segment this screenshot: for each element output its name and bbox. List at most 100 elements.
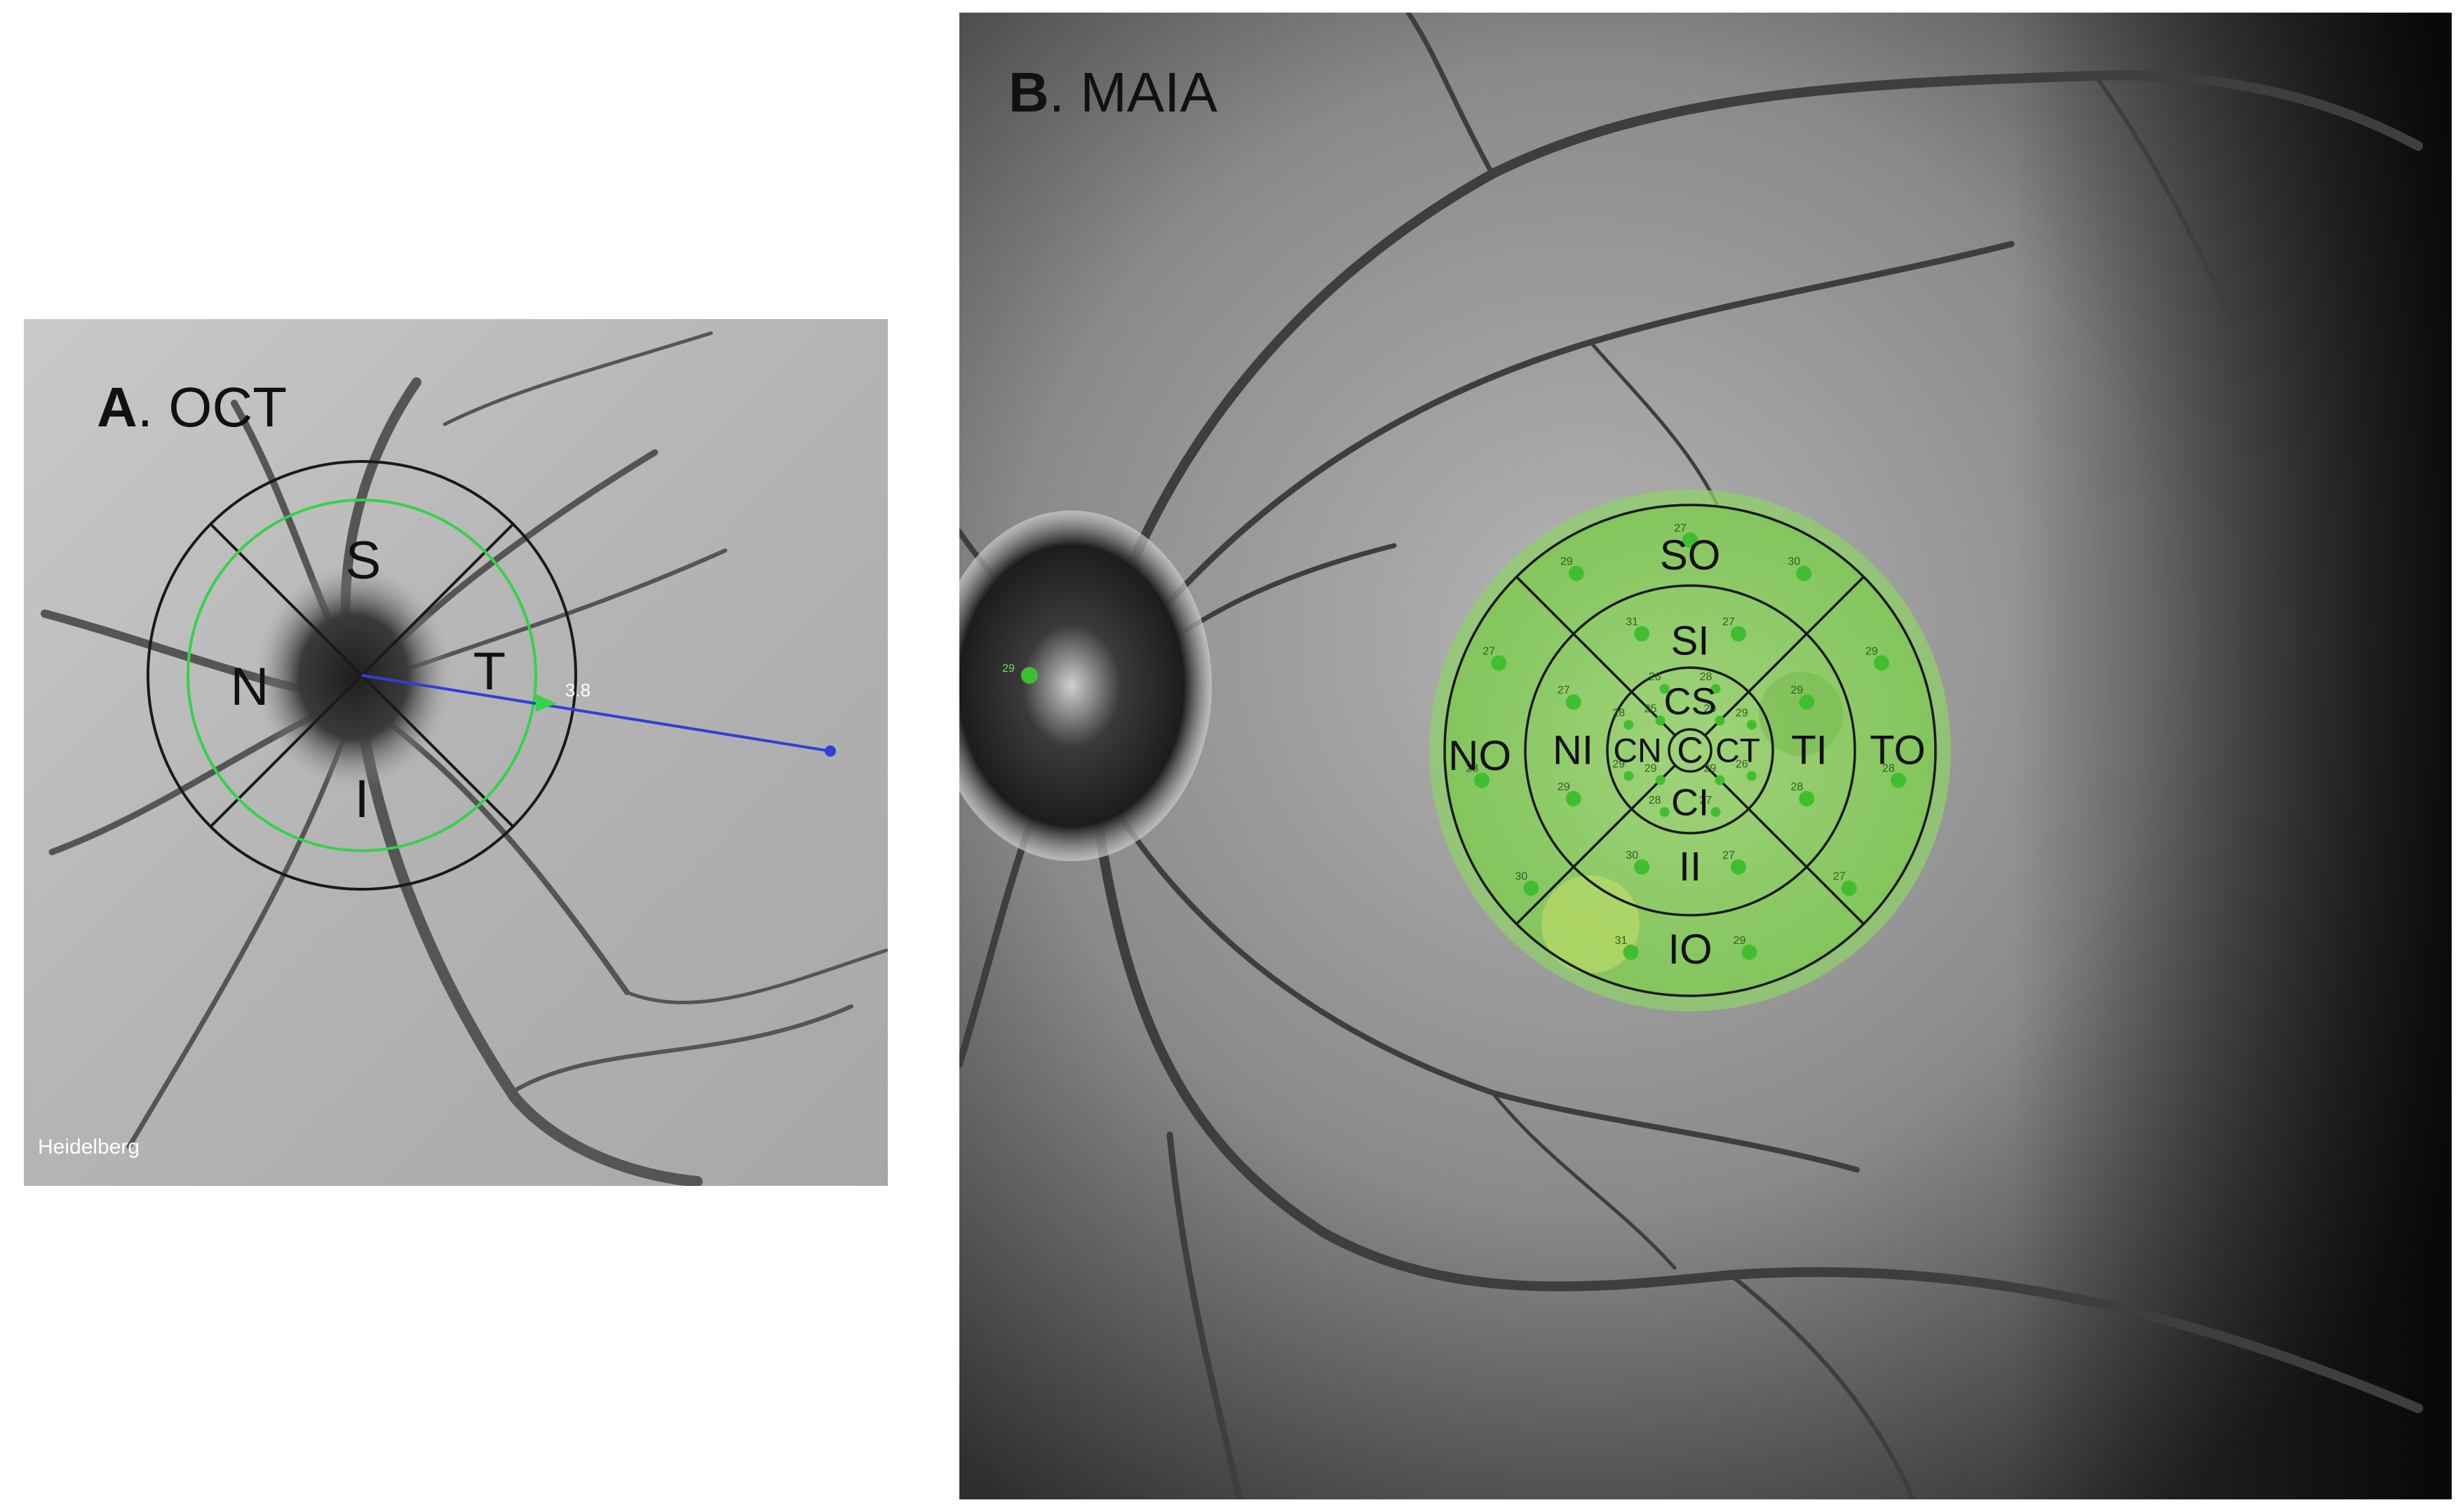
scan-line-value: 3.8 (565, 680, 590, 701)
maia-fundus-image: 29 2929292528292627282928262729282730292… (959, 13, 2452, 1499)
stimulus-point (1634, 859, 1650, 875)
maia-right-shadow (2011, 13, 2452, 1499)
stimulus-point (1730, 626, 1746, 642)
stimulus-point (1623, 944, 1639, 960)
region-no: NO (1448, 732, 1511, 779)
stimulus-point (1565, 694, 1581, 710)
stimulus-point (1730, 859, 1746, 875)
sector-superior: S (346, 531, 381, 590)
region-ci: CI (1671, 781, 1709, 823)
scan-line-endpoint (825, 745, 836, 757)
stimulus-point (1655, 775, 1666, 785)
stimulus-point (1659, 684, 1670, 694)
stimulus-point (1746, 771, 1757, 781)
stimulus-point-value: 29 (1560, 556, 1573, 568)
panel-letter-a: A (97, 376, 137, 438)
stimulus-point (1568, 565, 1584, 581)
oct-scan-line (361, 674, 831, 752)
stimulus-point-value: 29 (1704, 762, 1717, 774)
panel-b-title-text: . MAIA (1048, 61, 1217, 123)
stimulus-point-value: 27 (1558, 684, 1570, 696)
stimulus-point-value: 30 (1515, 871, 1527, 883)
stimulus-point-value: 29 (1790, 684, 1803, 696)
stimulus-point-value: 27 (1700, 795, 1713, 806)
region-ii: II (1679, 844, 1701, 889)
stimulus-point (1841, 880, 1857, 896)
region-ti: TI (1791, 727, 1828, 773)
region-so: SO (1660, 532, 1721, 579)
stimulus-point-value: 28 (1612, 708, 1625, 720)
stimulus-point (1659, 806, 1670, 817)
stimulus-point (1796, 565, 1812, 581)
panel-a-title-text: . OCT (137, 376, 288, 438)
stimulus-point (1746, 720, 1757, 730)
stimulus-point-value: 28 (1466, 763, 1478, 775)
stimulus-point-value: 29 (1736, 708, 1748, 720)
stimulus-point-value: 29 (1734, 935, 1746, 947)
stimulus-point-value: 29 (1558, 781, 1570, 793)
oct-fundus-image: 3.8 S N T I Heidelberg (24, 319, 888, 1186)
region-ni: NI (1553, 727, 1593, 773)
region-io: IO (1668, 926, 1712, 973)
stimulus-point-value: 29 (1645, 762, 1657, 774)
panel-letter-b: B (1008, 61, 1049, 123)
stimulus-point (1799, 694, 1815, 710)
stimulus-point-value: 28 (1700, 671, 1713, 683)
oct-panel: 3.8 S N T I Heidelberg A. OCT (24, 319, 888, 1186)
stimulus-point (1655, 715, 1666, 726)
region-c: C (1677, 731, 1703, 771)
stimulus-point (1623, 720, 1634, 730)
stimulus-point-value: 27 (1833, 871, 1846, 883)
stimulus-point-value: 28 (1649, 795, 1661, 806)
stimulus-point-value: 31 (1615, 935, 1628, 947)
stimulus-point-value: 25 (1645, 703, 1657, 715)
sector-nasal: N (231, 657, 269, 717)
stimulus-point-value: 27 (1483, 645, 1495, 657)
stimulus-point (1474, 772, 1490, 788)
stimulus-point (1565, 790, 1581, 806)
stimulus-point (1741, 944, 1757, 960)
stimulus-point-value: 26 (1736, 758, 1748, 770)
oct-background (24, 319, 888, 1186)
oct-green-ring (187, 499, 537, 852)
region-ct: CT (1715, 733, 1760, 770)
stimulus-point (1715, 775, 1725, 785)
stimulus-point (1715, 715, 1725, 726)
stimulus-point (1523, 880, 1539, 896)
stimulus-point (1623, 771, 1634, 781)
disc-fixation-point (1021, 667, 1038, 684)
region-si: SI (1671, 618, 1710, 663)
stimulus-point-value: 27 (1722, 616, 1735, 628)
stimulus-point-value: 30 (1788, 556, 1800, 568)
stimulus-point-value: 28 (1790, 781, 1803, 793)
stimulus-point (1634, 626, 1650, 642)
stimulus-point-value: 29 (1865, 645, 1878, 657)
stimulus-point (1491, 655, 1507, 671)
maia-optic-disc (959, 511, 1212, 861)
stimulus-point-value: 29 (1704, 703, 1717, 715)
stimulus-point (1710, 684, 1721, 694)
stimulus-point-value: 26 (1649, 671, 1661, 683)
sector-temporal: T (473, 642, 506, 701)
maia-region-grid (1443, 504, 1937, 997)
stimulus-point (1710, 806, 1721, 817)
maia-stimulus-points: 29 29 29 25 28 29 26 27 28 29 28 26 27 29 28 27 30 29 27 31… (1466, 522, 1906, 960)
stimulus-point (1682, 532, 1698, 548)
stimulus-point (1873, 655, 1889, 671)
device-watermark: Heidelberg (38, 1135, 140, 1159)
stimulus-point-value: 27 (1722, 849, 1735, 861)
oct-panel-title: A. OCT (97, 375, 287, 440)
maia-vessels (959, 13, 2423, 1499)
disc-point-value: 29 (1002, 663, 1015, 675)
stimulus-point (1799, 790, 1815, 806)
stimulus-point-value: 29 (1612, 758, 1625, 770)
stimulus-point-value: 30 (1626, 849, 1638, 861)
ring-marker (536, 694, 557, 712)
sector-inferior: I (354, 769, 369, 829)
stimulus-point-value: 27 (1674, 522, 1687, 534)
stimulus-point-value: 31 (1626, 616, 1638, 628)
stimulus-point-value: 28 (1882, 763, 1895, 775)
stimulus-point (1890, 772, 1906, 788)
region-cn: CN (1613, 733, 1661, 770)
